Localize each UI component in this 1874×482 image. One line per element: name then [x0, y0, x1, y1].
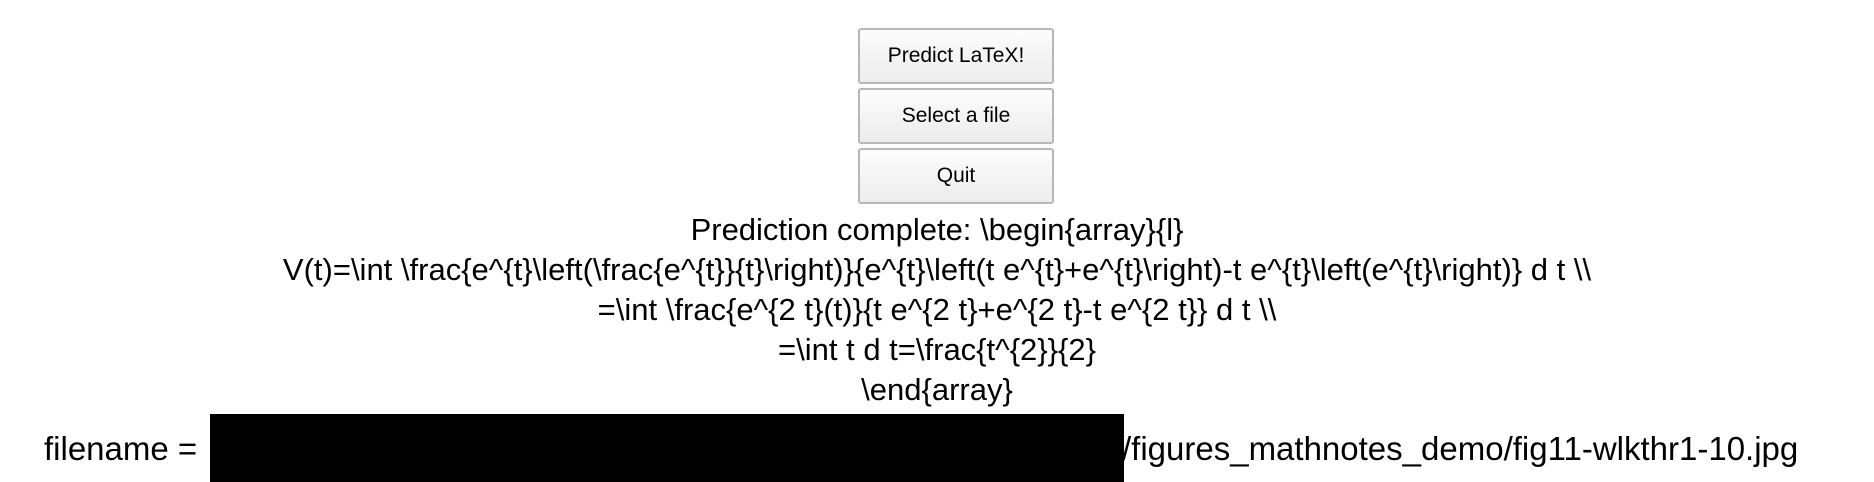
- prediction-line-2: V(t)=\int \frac{e^{t}\left(\frac{e^{t}}{…: [282, 252, 1592, 287]
- prediction-line-4: =\int t d t=\frac{t^{2}}{2}: [778, 332, 1096, 367]
- predict-latex-button[interactable]: Predict LaTeX!: [858, 28, 1054, 84]
- prediction-line-1: Prediction complete: \begin{array}{l}: [690, 212, 1184, 247]
- filename-path: /figures_mathnotes_demo/fig11-wlkthr1-10…: [1122, 430, 1799, 467]
- prediction-line-3: =\int \frac{e^{2 t}(t)}{t e^{2 t}+e^{2 t…: [597, 292, 1277, 327]
- quit-button[interactable]: Quit: [858, 148, 1054, 204]
- redacted-path-block: [210, 414, 1124, 482]
- filename-label: filename =: [44, 430, 198, 467]
- filename-row: filename = /figures_mathnotes_demo/fig11…: [0, 412, 1874, 482]
- select-file-button[interactable]: Select a file: [858, 88, 1054, 144]
- prediction-output: Prediction complete: \begin{array}{l} V(…: [0, 210, 1874, 410]
- prediction-line-5: \end{array}: [861, 372, 1013, 407]
